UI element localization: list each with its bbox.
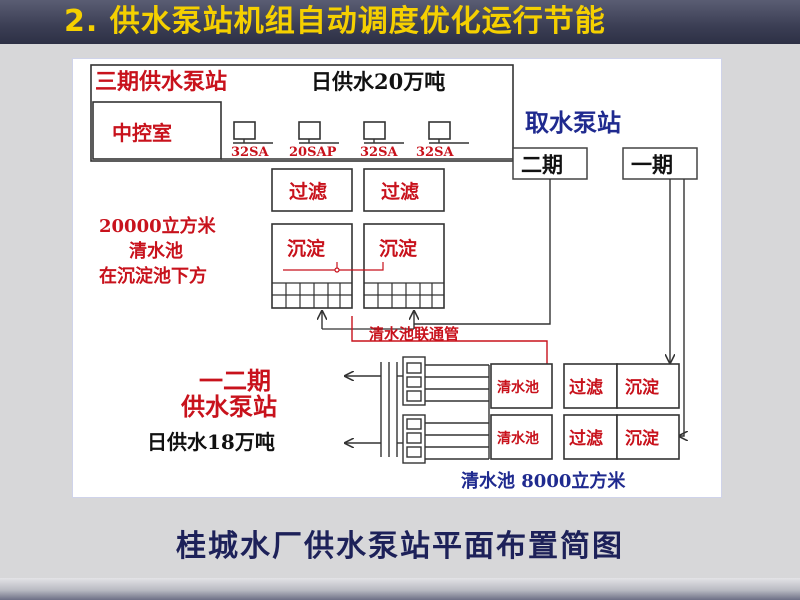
reservoir-volume: 20000立方米 xyxy=(99,215,217,237)
station12-manifold xyxy=(345,356,490,464)
pump-4-label: 32SA xyxy=(416,145,454,160)
station3-capacity: 日供水20万吨 xyxy=(311,69,445,94)
sediment-3-box xyxy=(616,363,680,409)
pump-3-label: 32SA xyxy=(360,145,398,160)
slide-header: 2. 供水泵站机组自动调度优化运行节能 xyxy=(0,0,800,44)
slide-title: 2. 供水泵站机组自动调度优化运行节能 xyxy=(64,4,606,39)
diagram-caption: 桂城水厂供水泵站平面布置简图 xyxy=(176,529,624,564)
sediment-2-label: 沉淀 xyxy=(379,237,418,260)
clear-pool-2-label: 清水池 xyxy=(497,430,539,447)
pump-2-label: 20SAP xyxy=(289,145,337,160)
sediment-3-label: 沉淀 xyxy=(625,377,660,398)
diagram-canvas: 三期供水泵站 日供水20万吨 中控室 32SA 20SAP 32SA 32SA … xyxy=(90,64,698,492)
clear-pool-volume-label: 清水池 8000立方米 xyxy=(461,470,626,492)
control-room-box xyxy=(92,101,222,160)
sediment-4-box xyxy=(616,414,680,460)
connecting-pipe-label: 清水池联通管 xyxy=(369,325,459,343)
station12-capacity: 日供水18万吨 xyxy=(147,430,275,454)
sediment-1-label: 沉淀 xyxy=(287,237,326,260)
phase2-label: 二期 xyxy=(521,152,563,177)
station12-title-2: 供水泵站 xyxy=(180,392,277,421)
filter-2-label: 过滤 xyxy=(381,181,419,203)
control-room-label: 中控室 xyxy=(112,121,172,145)
station3-group: 三期供水泵站 日供水20万吨 中控室 32SA 20SAP 32SA 32SA xyxy=(90,64,514,162)
filter-1-box xyxy=(271,168,353,212)
pump-2-symbol xyxy=(298,121,321,140)
internal-red-links xyxy=(283,262,384,273)
filter-4-box xyxy=(563,414,618,460)
phase1-label: 一期 xyxy=(631,152,673,177)
phase12-treatment: 清水池 清水池 过滤 沉淀 过滤 沉淀 xyxy=(490,363,680,460)
station3-title: 三期供水泵站 xyxy=(95,69,227,95)
pump-1-symbol xyxy=(233,121,256,140)
intake-pipes xyxy=(414,179,684,436)
pump-1-label: 32SA xyxy=(231,145,269,160)
filter-3-box xyxy=(563,363,618,409)
slide-bottom-bar xyxy=(0,578,800,600)
sediment-1-box xyxy=(271,223,353,309)
clear-pool-2-box xyxy=(490,414,553,460)
phase1-box xyxy=(622,147,698,180)
filter-1-label: 过滤 xyxy=(289,181,327,203)
sediment-2-box xyxy=(363,223,445,309)
reservoir-location: 在沉淀池下方 xyxy=(99,265,207,287)
station12-title-1: 一二期 xyxy=(199,366,271,395)
pump-3-symbol xyxy=(363,121,386,140)
intake-title: 取水泵站 xyxy=(525,108,621,137)
clear-pool-1-label: 清水池 xyxy=(497,379,539,396)
filter-3-label: 过滤 xyxy=(569,377,603,398)
filter-2-box xyxy=(363,168,445,212)
connecting-pipe xyxy=(351,316,548,375)
reservoir-name: 清水池 xyxy=(129,240,183,262)
pump-4-symbol xyxy=(428,121,451,140)
sediment-4-label: 沉淀 xyxy=(625,428,660,449)
phase3-treatment: 过滤 过滤 沉淀 沉淀 xyxy=(271,168,445,330)
layout-diagram: 三期供水泵站 日供水20万吨 中控室 32SA 20SAP 32SA 32SA … xyxy=(72,58,722,498)
filter-4-label: 过滤 xyxy=(569,428,603,449)
clear-pool-1-box xyxy=(490,363,553,409)
sediment-grid xyxy=(272,282,444,308)
